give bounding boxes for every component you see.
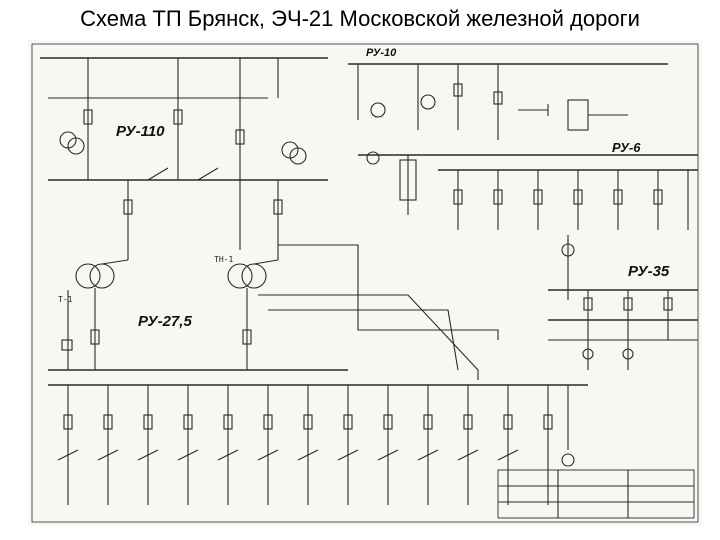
label-transformer-2: ТН-1 [214, 255, 233, 264]
label-transformer-1: Т-1 [58, 295, 73, 304]
label-ru-35: РУ-35 [628, 263, 670, 280]
title-block [497, 469, 695, 519]
breaker-110-2 [173, 109, 183, 125]
transformer-2-secondary [241, 263, 267, 289]
label-ru-10: РУ-10 [366, 47, 397, 59]
link-line-2 [258, 294, 479, 380]
slide-title: Схема ТП Брянск, ЭЧ-21 Московской железн… [80, 6, 640, 31]
drawing-frame [31, 43, 699, 523]
schematic-sheet: РУ-110 РУ-10 РУ-6 РУ-35 РУ-27,5 Т-1 ТН-1 [28, 40, 702, 526]
transformer-2-primary [227, 263, 253, 289]
label-ru-110: РУ-110 [116, 123, 165, 140]
label-ru-6: РУ-6 [612, 140, 641, 155]
transformer-1-primary [75, 263, 101, 289]
label-ru-27-5: РУ-27,5 [138, 313, 192, 330]
transformer-1-secondary [89, 263, 115, 289]
breaker-110-3 [235, 129, 245, 145]
feeder-group [57, 385, 553, 505]
breaker-110-1 [83, 109, 93, 125]
breaker-110-4 [123, 199, 133, 215]
link-line-1 [278, 244, 499, 340]
single-line-diagram: РУ-110 РУ-10 РУ-6 РУ-35 РУ-27,5 Т-1 ТН-1 [31, 43, 699, 523]
breaker-110-5 [273, 199, 283, 215]
